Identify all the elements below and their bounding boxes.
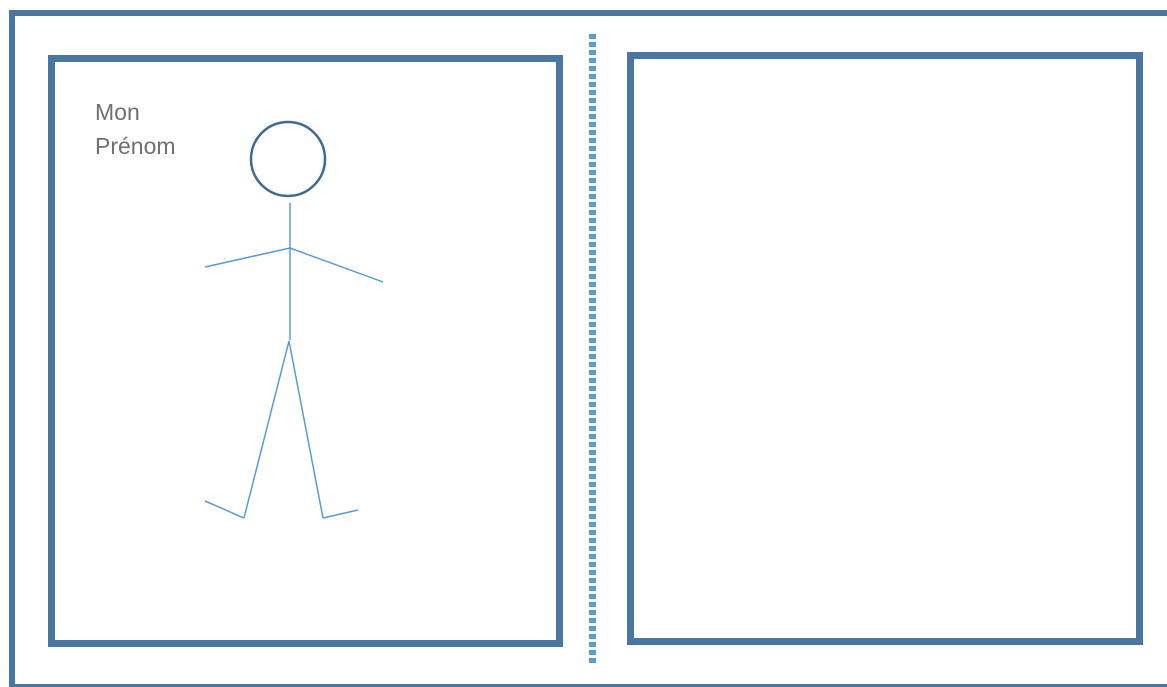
right-panel <box>627 52 1143 645</box>
name-label-line-1: Mon <box>95 95 225 129</box>
name-label-line-2: Prénom <box>95 129 225 163</box>
dotted-divider <box>589 34 596 664</box>
name-label: Mon Prénom <box>95 95 225 163</box>
